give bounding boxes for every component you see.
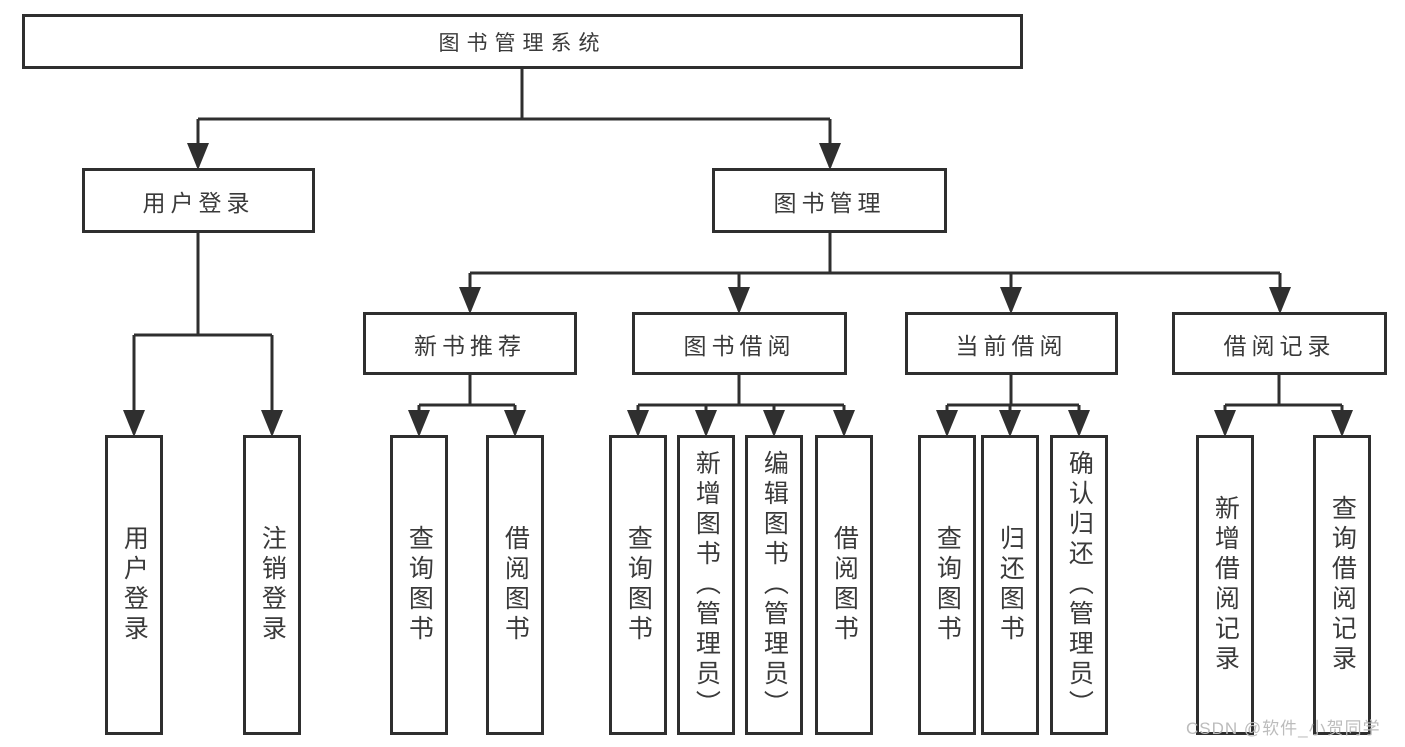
node-book-management: 图书管理	[712, 168, 947, 233]
arrow-down-icon	[728, 287, 750, 314]
arrow-down-icon	[459, 287, 481, 314]
leaf-edit-book-admin: 编辑图书（管理员）	[745, 435, 803, 735]
leaf-user-login: 用户登录	[105, 435, 163, 735]
arrow-down-icon	[833, 410, 855, 437]
arrow-down-icon	[408, 410, 430, 437]
leaf-label: 查询借阅记录	[1328, 495, 1357, 675]
csdn-watermark: CSDN @软件_小贺同学	[1186, 719, 1381, 738]
leaf-logout: 注销登录	[243, 435, 301, 735]
arrow-down-icon	[1000, 287, 1022, 314]
leaf-label: 新增图书（管理员）	[692, 450, 721, 720]
leaf-label: 借阅图书	[830, 525, 859, 645]
leaf-add-borrow-record: 新增借阅记录	[1196, 435, 1254, 735]
leaf-return-book: 归还图书	[981, 435, 1039, 735]
node-borrow-records: 借阅记录	[1172, 312, 1387, 375]
arrow-down-icon	[819, 143, 841, 170]
leaf-borrow-book: 借阅图书	[815, 435, 873, 735]
arrow-down-icon	[627, 410, 649, 437]
leaf-label: 注销登录	[258, 525, 287, 645]
leaf-label: 查询图书	[933, 525, 962, 645]
arrow-down-icon	[999, 410, 1021, 437]
arrow-down-icon	[1068, 410, 1090, 437]
arrow-down-icon	[1331, 410, 1353, 437]
leaf-label: 查询图书	[624, 525, 653, 645]
leaf-label: 借阅图书	[501, 525, 530, 645]
arrow-down-icon	[695, 410, 717, 437]
node-root: 图书管理系统	[22, 14, 1023, 69]
arrow-down-icon	[1214, 410, 1236, 437]
arrow-down-icon	[1269, 287, 1291, 314]
leaf-query-borrow-record: 查询借阅记录	[1313, 435, 1371, 735]
arrow-down-icon	[261, 410, 283, 437]
leaf-label: 新增借阅记录	[1211, 495, 1240, 675]
leaf-add-book-admin: 新增图书（管理员）	[677, 435, 735, 735]
leaf-label: 确认归还（管理员）	[1065, 450, 1094, 720]
leaf-confirm-return-admin: 确认归还（管理员）	[1050, 435, 1108, 735]
leaf-label: 编辑图书（管理员）	[760, 450, 789, 720]
arrow-down-icon	[123, 410, 145, 437]
arrowheads	[123, 143, 1353, 437]
arrow-down-icon	[936, 410, 958, 437]
node-new-book-recommend: 新书推荐	[363, 312, 577, 375]
arrow-down-icon	[187, 143, 209, 170]
tree-edges	[132, 69, 1344, 434]
node-book-borrow: 图书借阅	[632, 312, 847, 375]
leaf-query-book-borrow: 查询图书	[609, 435, 667, 735]
node-current-borrow: 当前借阅	[905, 312, 1118, 375]
leaf-borrow-book-recommend: 借阅图书	[486, 435, 544, 735]
arrow-down-icon	[504, 410, 526, 437]
arrow-down-icon	[763, 410, 785, 437]
leaf-label: 用户登录	[120, 525, 149, 645]
leaf-label: 归还图书	[996, 525, 1025, 645]
leaf-query-book-current: 查询图书	[918, 435, 976, 735]
leaf-query-book-recommend: 查询图书	[390, 435, 448, 735]
leaf-label: 查询图书	[405, 525, 434, 645]
node-user-login: 用户登录	[82, 168, 315, 233]
